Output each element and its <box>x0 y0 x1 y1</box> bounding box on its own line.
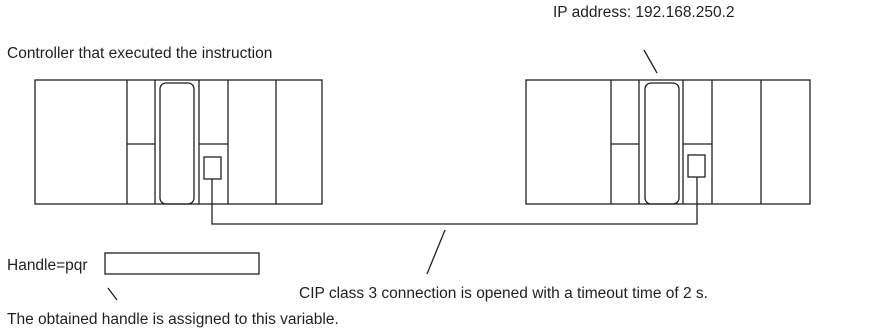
right-controller <box>525 79 811 205</box>
left-cpu-unit <box>159 82 195 205</box>
controller-label: Controller that executed the instruction <box>7 45 273 62</box>
cip-leader-line <box>426 229 446 275</box>
cip-connection-label: CIP class 3 connection is opened with a … <box>299 285 708 302</box>
handle-label: Handle=pqr <box>7 257 88 274</box>
ip-address-label: IP address: 192.168.250.2 <box>553 4 735 21</box>
left-ethernet-port <box>203 156 222 180</box>
left-controller-outline <box>34 79 323 205</box>
left-controller <box>34 79 323 205</box>
handle-variable-box <box>104 252 260 275</box>
ip-leader-line <box>643 49 658 74</box>
handle-assigned-label: The obtained handle is assigned to this … <box>7 311 339 328</box>
right-ethernet-port <box>687 154 706 178</box>
handle-leader-line <box>107 287 118 301</box>
right-controller-outline <box>525 79 811 205</box>
network-cable <box>211 177 698 225</box>
right-cpu-unit <box>644 82 680 205</box>
